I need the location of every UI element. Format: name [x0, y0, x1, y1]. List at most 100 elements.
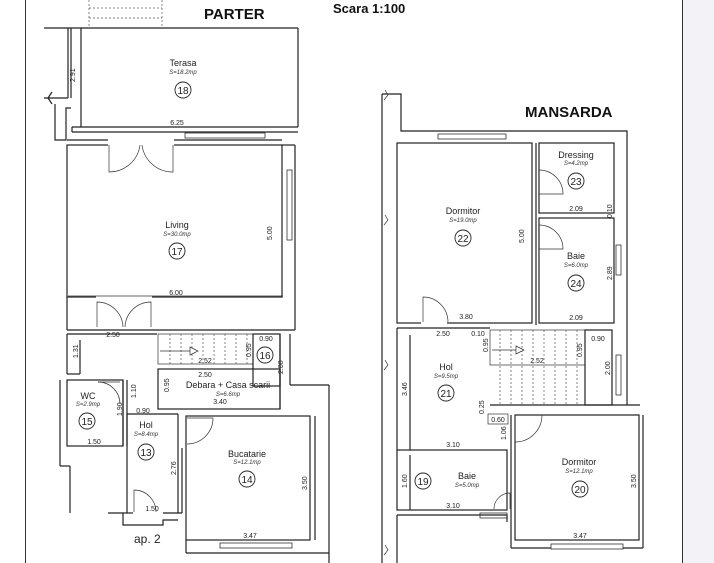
room-number-circle-18 — [174, 81, 192, 99]
room-name-wc: WC — [81, 391, 96, 401]
dim-wc-door: 1.10 — [131, 384, 138, 398]
dim-stair-side-mansarda: 2.00 — [605, 361, 612, 375]
dim-hol-side: 2.76 — [171, 461, 178, 475]
stair-arrow-icon — [189, 346, 199, 356]
room-number-circle-19 — [414, 472, 432, 490]
room-area-hol-mansarda: S=9.5mp — [434, 374, 459, 380]
dim-stair-side: 2.00 — [278, 360, 285, 374]
room-name-debara: Debara + Casa scarii — [186, 380, 270, 390]
room-area-terasa: S=18.2mp — [169, 70, 197, 76]
dim-dormitor-height: 5.00 — [519, 229, 526, 243]
room-area-dressing: S=4.2mp — [564, 161, 589, 167]
dim-baie-width: 2.09 — [569, 315, 583, 322]
room-number-terasa: 18 — [177, 86, 189, 97]
room-baie-24 — [538, 217, 622, 324]
dim-debara-side: 0.95 — [164, 378, 171, 392]
room-number-dormitor-22: 22 — [457, 234, 469, 245]
room-number-dormitor-20: 20 — [574, 485, 586, 496]
room-bucatarie — [185, 415, 329, 554]
dim-dressing-gap: 0.10 — [607, 204, 614, 218]
pergola-outline — [88, 0, 163, 28]
room-area-dormitor-22: S=19.0mp — [449, 218, 477, 224]
room-debara-casa-scarii — [66, 333, 330, 563]
room-area-wc: S=2.9mp — [76, 402, 101, 408]
room-number-hol-mansarda: 21 — [440, 389, 452, 400]
dim-hol-gap: 0.10 — [471, 331, 485, 338]
dim-terasa-height: 2.91 — [70, 68, 77, 82]
room-name-baie-24: Baie — [567, 251, 585, 261]
dim-bucatarie-height: 3.50 — [302, 476, 309, 490]
room-dressing — [538, 142, 615, 214]
room-number-circle-17 — [168, 242, 186, 260]
dim-hol-width-mansarda: 3.10 — [446, 442, 460, 449]
stair-arrow-icon-mansarda — [515, 345, 525, 355]
room-number-circle-13 — [137, 443, 155, 461]
dim-hol-door-side: 1.06 — [501, 426, 508, 440]
room-number-circle-22 — [454, 229, 472, 247]
room-name-dormitor-22: Dormitor — [446, 206, 481, 216]
dim-baie-small-width: 3.10 — [446, 503, 460, 510]
room-number-circle-21 — [437, 384, 455, 402]
dim-hol-small: 0.25 — [479, 400, 486, 414]
room-area-hol-parter: S=8.4mp — [134, 432, 159, 438]
dim-hol-door-mansarda: 0.60 — [491, 417, 505, 424]
room-number-circle-14 — [238, 470, 256, 488]
dim-dressing-width: 2.09 — [569, 206, 583, 213]
dim-dormitor2-width: 3.47 — [573, 533, 587, 540]
room-area-debara: S=6.6mp — [216, 392, 241, 398]
page-margin-strip — [683, 0, 714, 563]
dim-hall-width: 2.50 — [106, 332, 120, 339]
room-number-hol-parter: 13 — [140, 448, 152, 459]
room-name-bucatarie: Bucatarie — [228, 449, 266, 459]
room-number-baie-19: 19 — [417, 477, 429, 488]
room-name-dormitor-20: Dormitor — [562, 457, 597, 467]
room-number-circle-15 — [78, 412, 96, 430]
room-number-baie-24: 24 — [570, 279, 582, 290]
room-name-baie-19: Baie — [458, 471, 476, 481]
dim-hol-height-mansarda: 3.46 — [402, 382, 409, 396]
dim-stair-length-mansarda: 2.52 — [530, 358, 544, 365]
room-number-living: 17 — [171, 247, 183, 258]
sheet-right-border — [682, 0, 683, 563]
dim-baie-small-height: 1.60 — [402, 474, 409, 488]
room-name-hol-parter: Hol — [139, 420, 153, 430]
room-dormitor-20 — [510, 414, 644, 550]
room-number-circle-24 — [567, 274, 585, 292]
room-number-circle-16 — [256, 346, 274, 364]
room-name-hol-mansarda: Hol — [439, 362, 453, 372]
room-wc — [59, 379, 128, 513]
room-number-circle-23 — [567, 172, 585, 190]
dim-stair-step-right: 0.95 — [577, 343, 584, 357]
sheet-left-border — [25, 0, 26, 563]
dim-wc-side: 1.90 — [117, 402, 124, 416]
dim-hol-top: 2.50 — [436, 331, 450, 338]
room-number-bucatarie: 14 — [241, 475, 253, 486]
dim-terasa-width: 6.25 — [170, 120, 184, 127]
room-hol-parter — [108, 413, 183, 526]
dim-debara-width: 3.40 — [213, 399, 227, 406]
room-dormitor-22 — [396, 142, 537, 326]
room-area-bucatarie: S=12.1mp — [233, 460, 261, 466]
dim-stair-top-mansarda: 0.90 — [591, 336, 605, 343]
room-hol-mansarda — [396, 327, 640, 450]
dim-debara-top: 2.50 — [198, 372, 212, 379]
parter-title: PARTER — [204, 6, 265, 23]
scale-label: Scara 1:100 — [333, 1, 405, 16]
dim-hall-height: 1.31 — [73, 344, 80, 358]
room-area-living: S=30.0mp — [163, 232, 191, 238]
dim-living-height: 5.00 — [267, 226, 274, 240]
room-number-debara: 16 — [259, 351, 271, 362]
parter-plan: 2.91 6.25 Terasa S=18.2mp 18 — [44, 0, 330, 563]
stair-treads — [169, 334, 248, 364]
stair-treads-mansarda — [499, 330, 578, 405]
room-area-baie-19: S=5.0mp — [455, 483, 480, 489]
room-name-terasa: Terasa — [169, 58, 196, 68]
room-baie-19 — [396, 449, 511, 563]
dim-baie-height: 2.89 — [607, 266, 614, 280]
apartment-label: ap. 2 — [134, 532, 161, 546]
room-name-living: Living — [165, 220, 189, 230]
room-area-baie-24: S=6.0mp — [564, 263, 589, 269]
room-name-dressing: Dressing — [558, 150, 594, 160]
dim-wc-width: 1.50 — [87, 439, 101, 446]
